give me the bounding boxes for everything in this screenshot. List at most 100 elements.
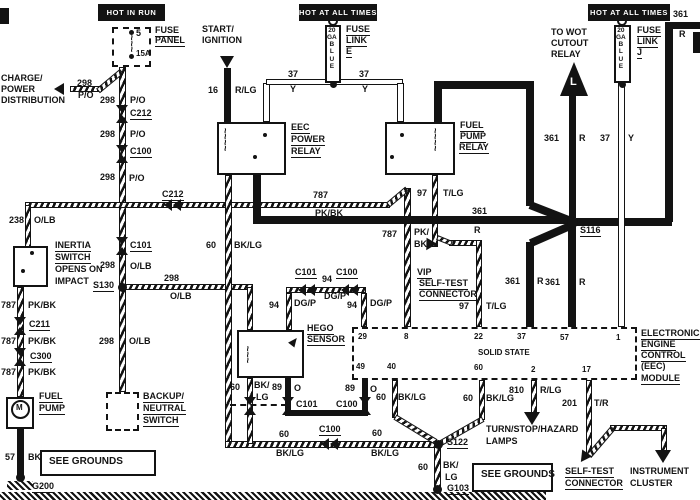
label-sensor: SENSOR [307, 334, 346, 346]
label-r: R [537, 276, 544, 286]
label-solid-state: SOLID STATE [478, 348, 530, 357]
wire-361-wot [569, 95, 576, 218]
connector-c212-horizontal-a [164, 199, 172, 211]
label-bk-lg: BK/LG [371, 448, 399, 458]
label-298: 298 [100, 129, 116, 139]
label-60: 60 [206, 240, 217, 250]
wire-94-pin29 [361, 293, 367, 327]
connector-c211-a [14, 317, 26, 325]
label-89: 89 [345, 383, 356, 393]
fp-relay-contact-dot-b [390, 155, 394, 159]
label-787: 787 [1, 367, 17, 377]
label-self-test: SELF-TEST [419, 278, 468, 290]
label-bk: BK/ [443, 460, 459, 470]
see-grounds-box-left [40, 450, 156, 476]
connector-c212-horizontal-b [173, 199, 181, 211]
label-see-grounds: SEE GROUNDS [49, 456, 123, 467]
label-panel: PANEL [155, 35, 185, 47]
label-60: 60 [418, 462, 429, 472]
label-37: 37 [517, 332, 526, 341]
inertia-contact-dot-b [21, 269, 25, 273]
wot-cutout-arrow [560, 62, 588, 96]
label-module: MODULE [641, 373, 680, 385]
label-49: 49 [356, 362, 365, 371]
label-o: O [370, 384, 378, 394]
label-361: 361 [472, 206, 488, 216]
wire-97-relay-down [432, 175, 438, 247]
label-switch: SWITCH [55, 252, 91, 264]
label-t-lg: T/LG [486, 301, 507, 311]
label-fuse: FUSE [346, 24, 371, 36]
label-60: 60 [230, 382, 241, 392]
label-c100: C100 [130, 146, 152, 158]
connector-hego-89-b [282, 407, 294, 415]
fuse-link-j-gauge: 20 GA B L U E [616, 27, 626, 70]
label-787: 787 [313, 190, 329, 200]
connector-c100-ground-a [321, 438, 329, 450]
ground-g200-hatch [7, 481, 33, 490]
label-fuse: FUSE [155, 25, 180, 37]
hego-sensor-box [237, 330, 304, 378]
label-t-lg: T/LG [443, 188, 464, 198]
connector-hego-60-a [244, 397, 256, 405]
connector-c101-main-a [116, 237, 128, 245]
label-c100: C100 [319, 424, 341, 436]
wire-57-bk [17, 429, 24, 478]
label-2: 2 [531, 365, 536, 374]
label-bk: BK/ [254, 380, 270, 390]
edge-mark-left [0, 8, 9, 24]
label-c211: C211 [29, 319, 51, 331]
label-turn-stop-hazard: TURN/STOP/HAZARD [486, 424, 579, 434]
label-s116: S116 [580, 225, 601, 237]
label-power: POWER [1, 84, 36, 94]
label-1: 1 [616, 333, 621, 342]
connector-c212-main-b [116, 115, 128, 123]
ground-g103-dot [432, 484, 442, 494]
eec-relay-contact-dot-b [253, 155, 257, 159]
label-hego: HEGO [307, 323, 334, 335]
label-97: 97 [417, 188, 428, 198]
wire-37-left-vertical [263, 83, 270, 122]
label-298: 298 [100, 260, 116, 270]
see-grounds-box-right [472, 463, 553, 492]
label-94: 94 [322, 274, 333, 284]
label-361: 361 [505, 276, 521, 286]
label-60: 60 [376, 392, 387, 402]
fuse-element-squiggle: ~~~ [125, 34, 137, 53]
wire-37-fuse-link-j [618, 83, 625, 327]
inertia-contact-dot-a [30, 251, 34, 255]
label-361: 361 [544, 133, 560, 143]
label-link: LINK [637, 36, 658, 48]
label-p-o: P/O [78, 90, 94, 100]
connector-c101-signal-b [307, 284, 315, 296]
label-bk-lg: BK/LG [398, 392, 426, 402]
label-37: 37 [288, 69, 299, 79]
wire-361-pin37 [526, 242, 534, 327]
label-distribution: DISTRIBUTION [1, 95, 65, 105]
wire-361-top-right [669, 22, 700, 29]
wire-298-hego-feed [247, 287, 253, 330]
label-c101: C101 [296, 399, 318, 411]
connector-c100-main-b [116, 155, 128, 163]
label-17: 17 [582, 365, 591, 374]
wire-201-pin17 [586, 380, 592, 457]
eec-relay-contact-dot-a [263, 133, 267, 137]
label-to-wot: TO WOT [551, 27, 587, 37]
start-ignition-arrow [220, 56, 234, 68]
label-bk-lg: BK/LG [486, 393, 514, 403]
connector-c100-signal-b [350, 284, 358, 296]
label-eec: EEC [291, 122, 310, 134]
label-bk-lg: BK/LG [276, 448, 304, 458]
label-link: LINK [346, 35, 367, 47]
connector-hego-89-a [282, 397, 294, 405]
label-89: 89 [272, 382, 283, 392]
diagram-torn-edge-hatch [0, 492, 546, 500]
connector-c100-89-b [359, 407, 371, 415]
fuel-pump-motor-circle [10, 399, 30, 419]
label-control: CONTROL [641, 350, 686, 362]
label-298: 298 [100, 172, 116, 182]
connector-c300-b [14, 358, 26, 366]
label-charge: CHARGE/ [1, 73, 43, 83]
label-y: Y [628, 133, 635, 143]
